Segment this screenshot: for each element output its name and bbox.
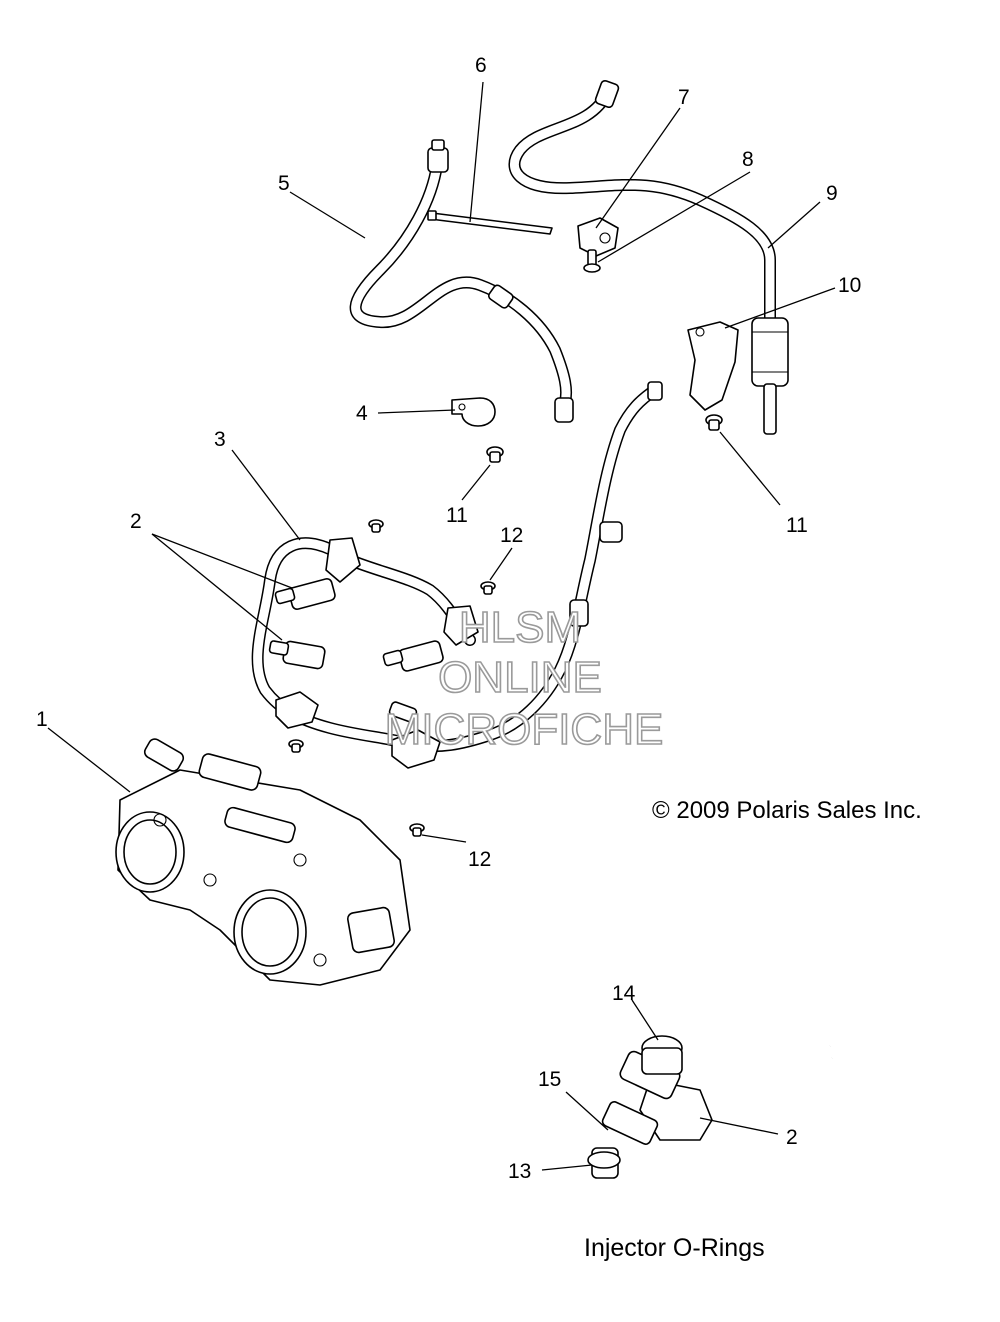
inset-caption: Injector O-Rings <box>584 1234 765 1262</box>
callout-3: 3 <box>214 428 226 451</box>
callout-11a: 11 <box>446 504 468 527</box>
callout-13: 13 <box>508 1160 531 1183</box>
copyright-notice: © 2009 Polaris Sales Inc. <box>652 797 922 824</box>
callout-8: 8 <box>742 148 754 171</box>
watermark-line-2: ONLINE <box>438 653 602 702</box>
callout-6: 6 <box>475 54 487 77</box>
screw-12b <box>409 823 425 837</box>
watermark: HLSM ONLINE MICROFICHE <box>384 602 664 755</box>
callout-2b: 2 <box>786 1126 798 1149</box>
injector-2c <box>382 640 444 672</box>
callout-12b: 12 <box>468 848 491 871</box>
callout-2a: 2 <box>130 510 142 533</box>
callout-4: 4 <box>356 402 368 425</box>
callout-5: 5 <box>278 172 290 195</box>
watermark-line-3: MICROFICHE <box>385 705 664 754</box>
fuel-line-9 <box>508 79 776 326</box>
injector-2d <box>388 701 418 723</box>
callout-11b: 11 <box>786 514 808 537</box>
callout-14: 14 <box>612 982 636 1005</box>
hose-clamp-4 <box>451 397 496 427</box>
callouts: 6 7 8 5 9 10 4 3 11 11 2 12 1 12 14 15 2… <box>36 54 861 1183</box>
callout-15: 15 <box>538 1068 561 1091</box>
bolt-11b <box>705 414 723 431</box>
fuel-rail-3 <box>251 381 663 769</box>
callout-1: 1 <box>36 708 48 731</box>
screw-extra-a <box>368 519 384 533</box>
screw-extra-b <box>288 739 304 753</box>
screw-8 <box>583 249 601 273</box>
bolt-11a <box>486 446 504 463</box>
callout-10: 10 <box>838 274 861 297</box>
throttle-body-1 <box>115 738 411 986</box>
tie-strap-6 <box>427 210 553 235</box>
leader-lines <box>47 81 836 1171</box>
fuel-filter-10 <box>687 317 789 435</box>
inset-injector-detail <box>587 1035 833 1179</box>
clip-7 <box>577 217 619 257</box>
watermark-line-1: HLSM <box>459 603 581 652</box>
callout-12a: 12 <box>500 524 523 547</box>
callout-9: 9 <box>826 182 838 205</box>
screw-12a <box>480 581 496 595</box>
injector-2a <box>274 578 336 610</box>
fuel-hose-5 <box>349 139 574 423</box>
injector-2b <box>268 640 326 670</box>
callout-7: 7 <box>678 86 690 109</box>
